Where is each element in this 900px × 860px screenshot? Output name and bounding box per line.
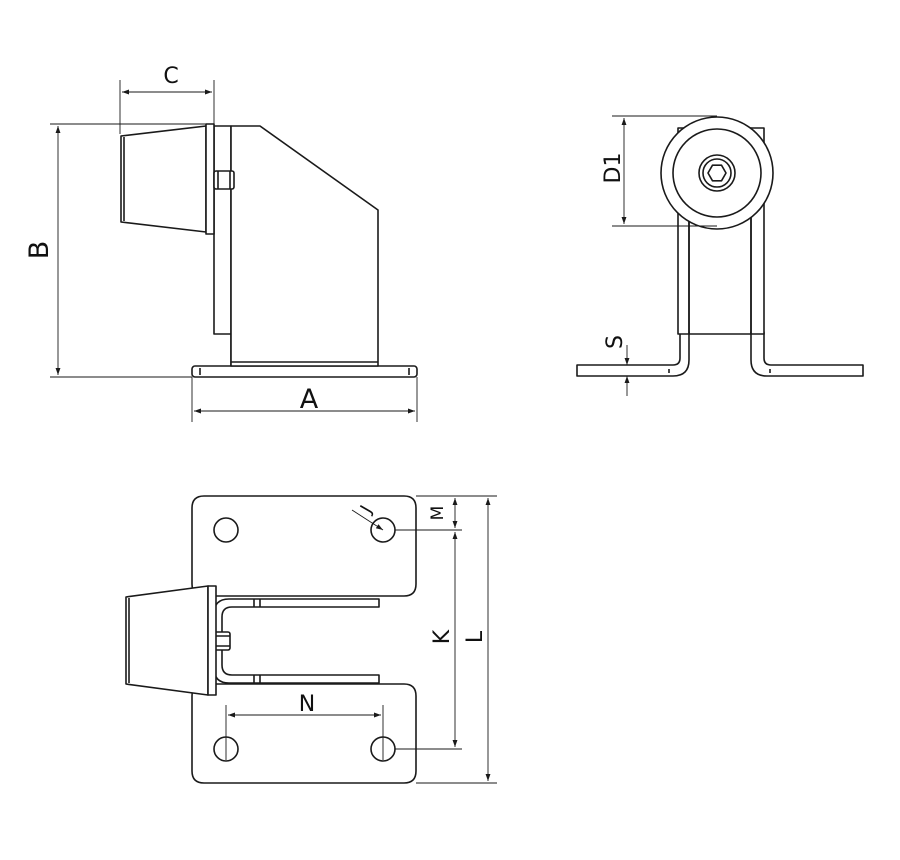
dim-label-d1: D1 bbox=[601, 153, 626, 184]
dim-label-l: L bbox=[463, 630, 488, 643]
dim-label-m: M bbox=[428, 506, 448, 521]
side-rubber-bumper bbox=[120, 125, 207, 233]
front-left-flange bbox=[576, 331, 690, 377]
side-back-plate bbox=[213, 125, 232, 335]
dim-label-b: B bbox=[24, 241, 55, 260]
top-upper-plate bbox=[191, 495, 417, 597]
front-bumper-outer bbox=[660, 116, 774, 230]
top-view bbox=[125, 495, 497, 784]
dim-label-k: K bbox=[430, 629, 455, 644]
side-base-plate bbox=[191, 365, 418, 378]
side-body bbox=[230, 125, 379, 367]
top-rubber-bumper bbox=[125, 585, 209, 696]
hex-socket-icon bbox=[707, 164, 727, 182]
front-view bbox=[576, 115, 864, 396]
mounting-hole bbox=[213, 517, 239, 543]
dim-label-n: N bbox=[299, 692, 315, 717]
dim-label-a: A bbox=[300, 384, 319, 415]
dim-label-s: S bbox=[603, 335, 628, 349]
front-right-flange bbox=[750, 331, 864, 377]
side-view bbox=[50, 80, 418, 422]
side-screw bbox=[213, 170, 235, 190]
dim-label-c: C bbox=[163, 64, 178, 89]
top-u-bracket bbox=[213, 598, 380, 684]
